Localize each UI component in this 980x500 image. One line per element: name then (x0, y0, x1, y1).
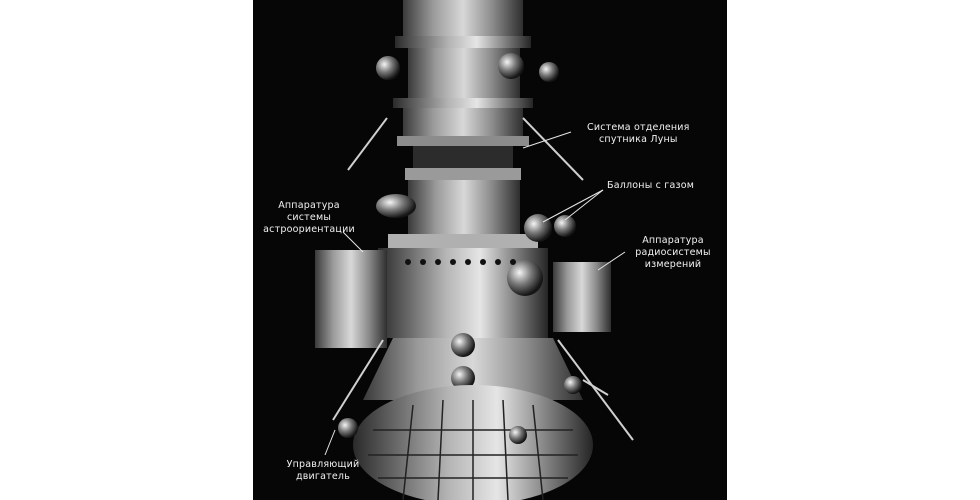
spacecraft-illustration (315, 0, 634, 500)
gas-cylinder-2 (554, 215, 576, 237)
gas-cylinder-1 (524, 214, 552, 242)
sphere-right-top (498, 53, 524, 79)
middle-cylinder (408, 180, 520, 234)
astro-orientation-box (315, 250, 387, 348)
label-radio-measurement: Аппаратура радиосистемы измерений (635, 235, 711, 270)
sphere-far-right (539, 62, 559, 82)
label-separation-system: Система отделения спутника Луны (587, 122, 690, 145)
sphere-left-top (376, 56, 400, 80)
lower-cone (363, 338, 583, 400)
label-control-engine: Управляющий двигатель (286, 459, 360, 482)
radio-box (553, 262, 611, 332)
label-astro-orientation: Аппаратура системы астроориентации (263, 200, 355, 235)
label-gas-cylinders: Баллоны с газом (607, 180, 695, 191)
spacecraft-photo: Система отделения спутника Луны Баллоны … (253, 0, 727, 500)
top-module (403, 0, 523, 38)
